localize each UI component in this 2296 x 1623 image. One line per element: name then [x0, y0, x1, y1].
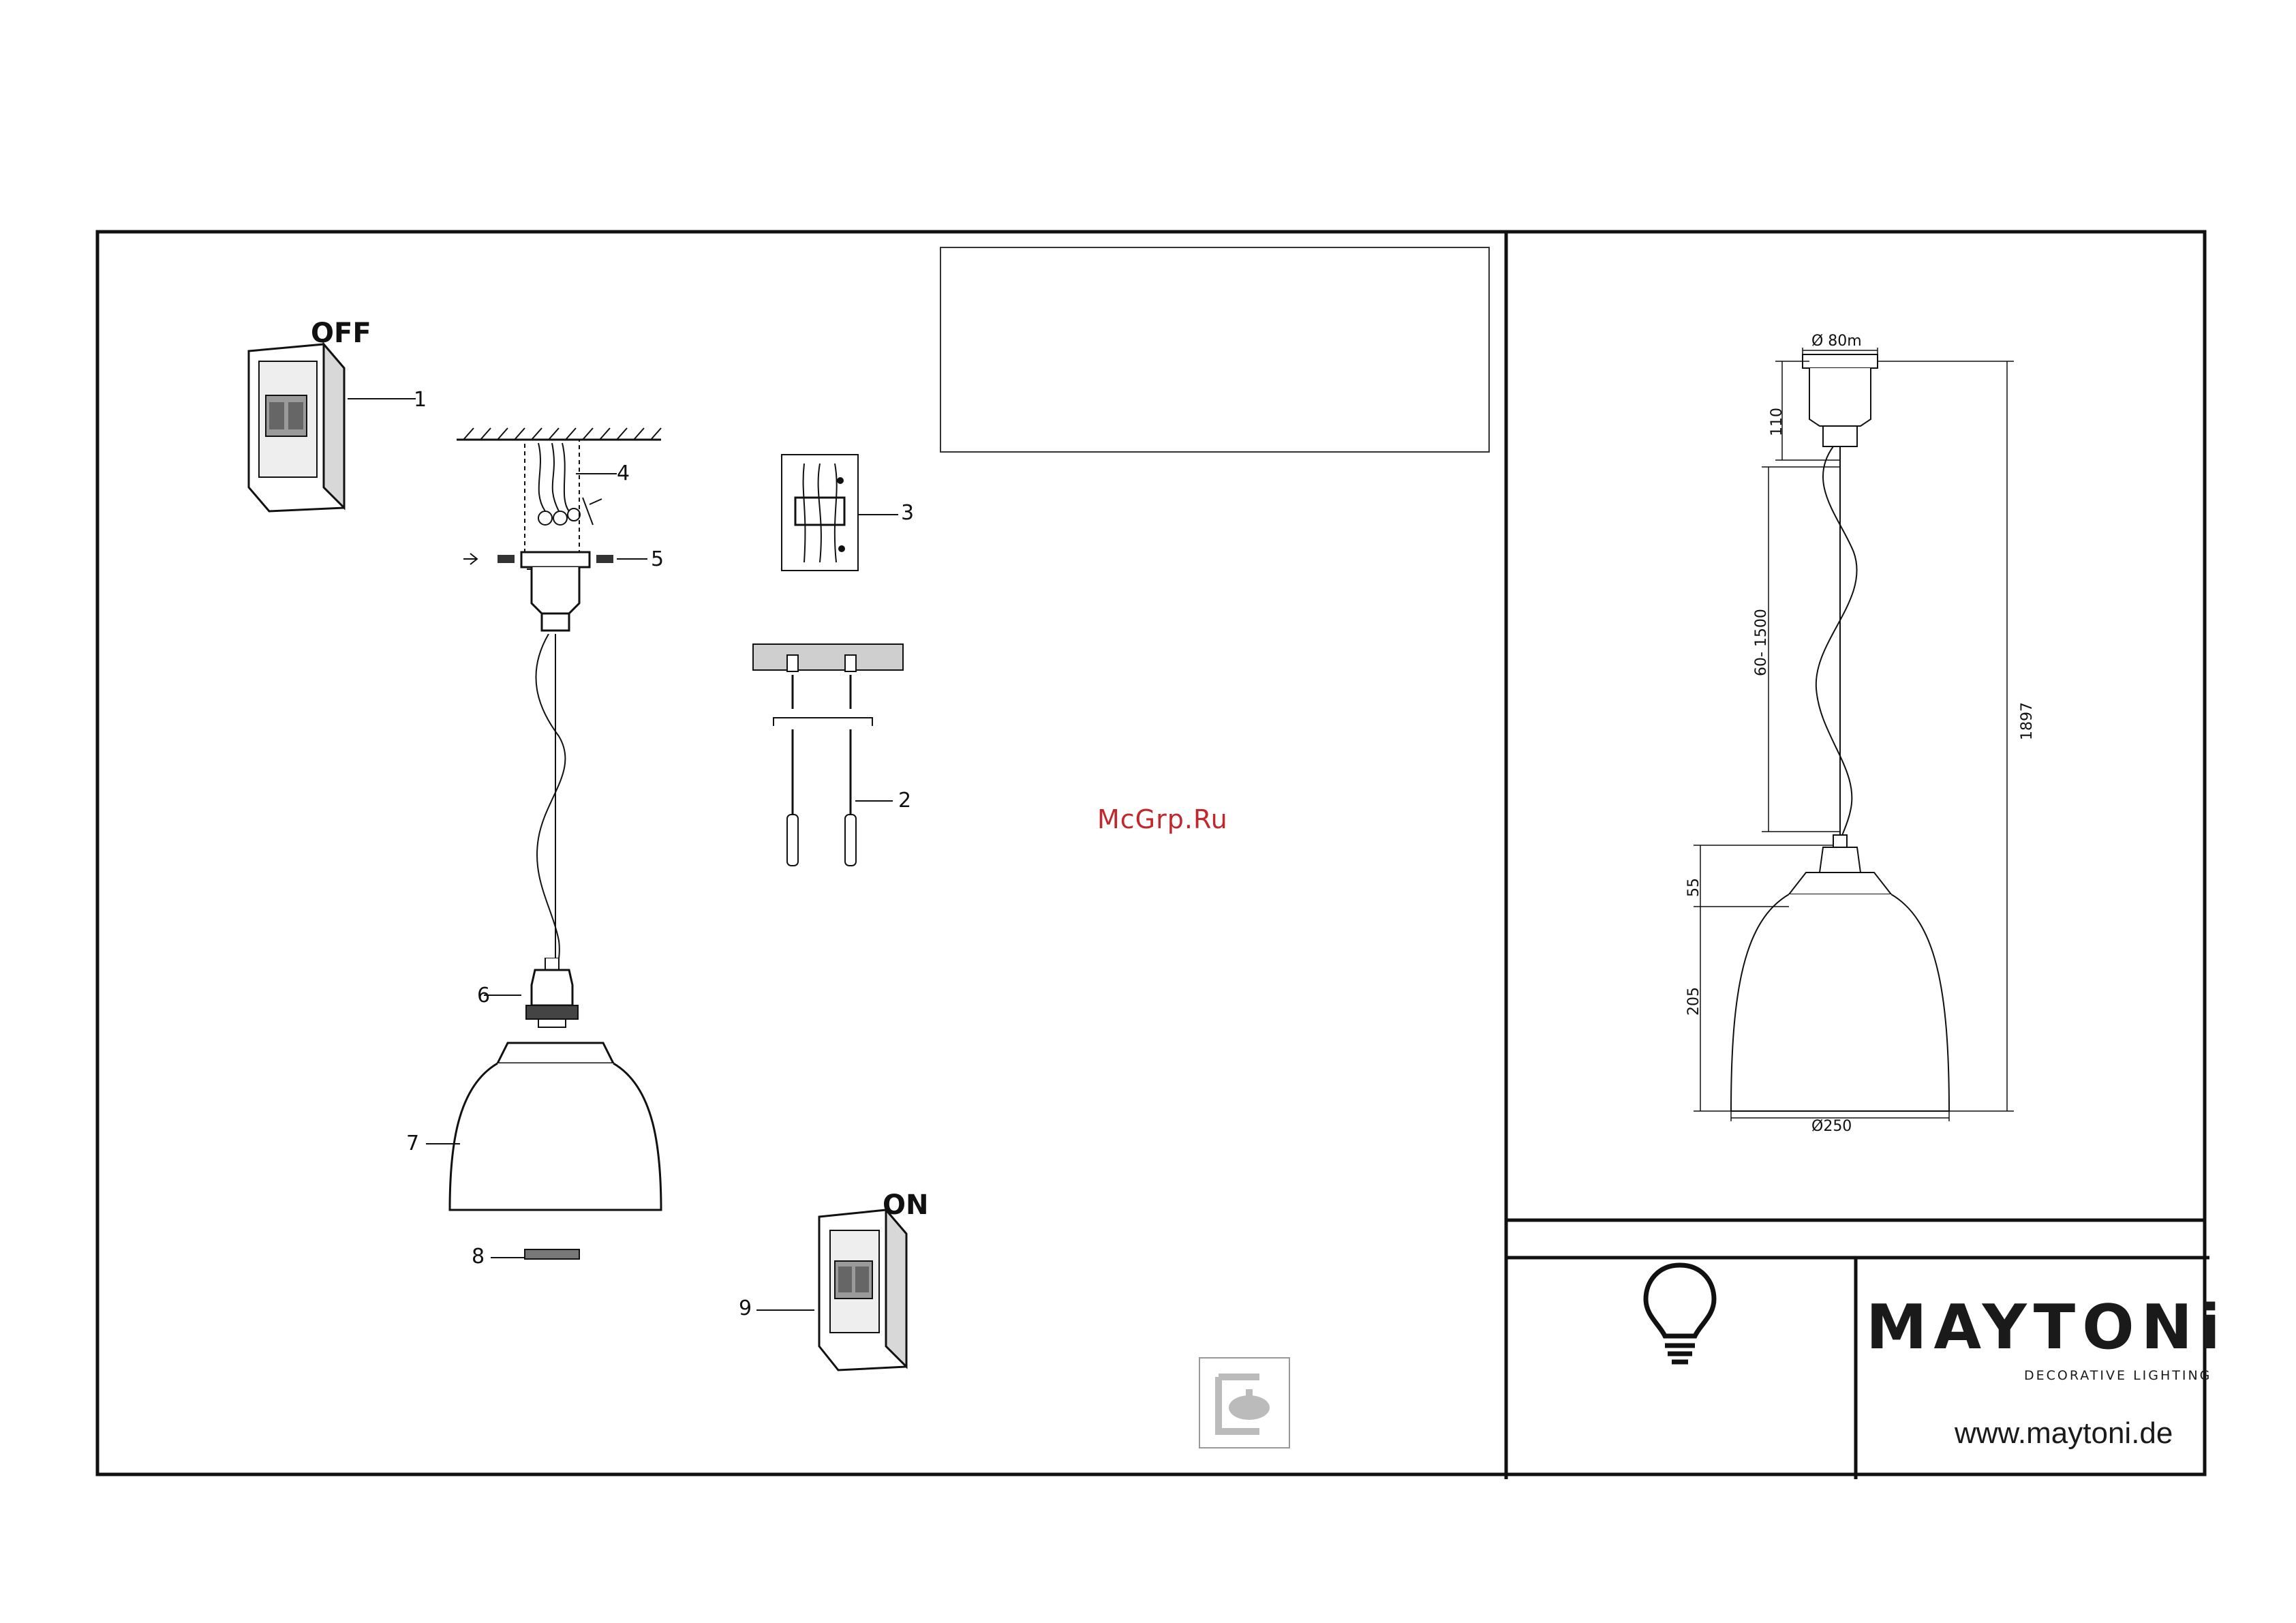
- notes-box: [940, 247, 1490, 453]
- dim-shade-diameter: Ø250: [1811, 1118, 1852, 1135]
- callout-7: 7: [406, 1134, 419, 1154]
- dimension-drawing: [1636, 327, 2058, 1145]
- leader-3: [857, 508, 905, 521]
- dim-canopy-diameter: Ø 80m: [1811, 333, 1862, 350]
- dim-holder-height: 55: [1685, 878, 1702, 897]
- mounting-screws-drawing: [746, 637, 923, 876]
- callout-6: 6: [477, 986, 490, 1006]
- leader-2: [855, 794, 896, 808]
- watermark-text: McGrp.Ru: [1097, 804, 1228, 834]
- shade-ring-drawing: [518, 1244, 586, 1264]
- callout-9: 9: [739, 1299, 752, 1319]
- callout-4: 4: [617, 464, 630, 484]
- terminal-block-drawing: [780, 453, 869, 573]
- pendant-cord: [518, 634, 586, 988]
- brand-logo: MAYTONi: [1866, 1292, 2227, 1363]
- bulb-icon: [1639, 1260, 1721, 1369]
- canopy-screws-drawing: [457, 539, 654, 648]
- callout-1: 1: [414, 390, 427, 410]
- callout-3: 3: [901, 503, 914, 524]
- indoor-use-icon: [1198, 1356, 1291, 1449]
- brand-tagline: DECORATIVE LIGHTING: [2024, 1368, 2211, 1383]
- brand-url[interactable]: www.maytoni.de: [1955, 1416, 2173, 1451]
- glass-shade-drawing: [443, 1040, 668, 1217]
- callout-8: 8: [472, 1247, 485, 1267]
- wall-switch-off-icon: [235, 341, 440, 518]
- dim-canopy-height: 110: [1769, 408, 1786, 436]
- callout-2: 2: [898, 791, 911, 811]
- dim-shade-height: 205: [1685, 987, 1702, 1016]
- leader-1: [348, 392, 423, 412]
- dim-cord-length: 60- 1500: [1753, 609, 1770, 676]
- wall-switch-on-icon: [811, 1207, 988, 1377]
- lamp-holder-drawing: [518, 958, 586, 1033]
- leader-9: [756, 1303, 818, 1317]
- callout-5: 5: [651, 549, 664, 570]
- dim-total-height: 1897: [2019, 702, 2036, 740]
